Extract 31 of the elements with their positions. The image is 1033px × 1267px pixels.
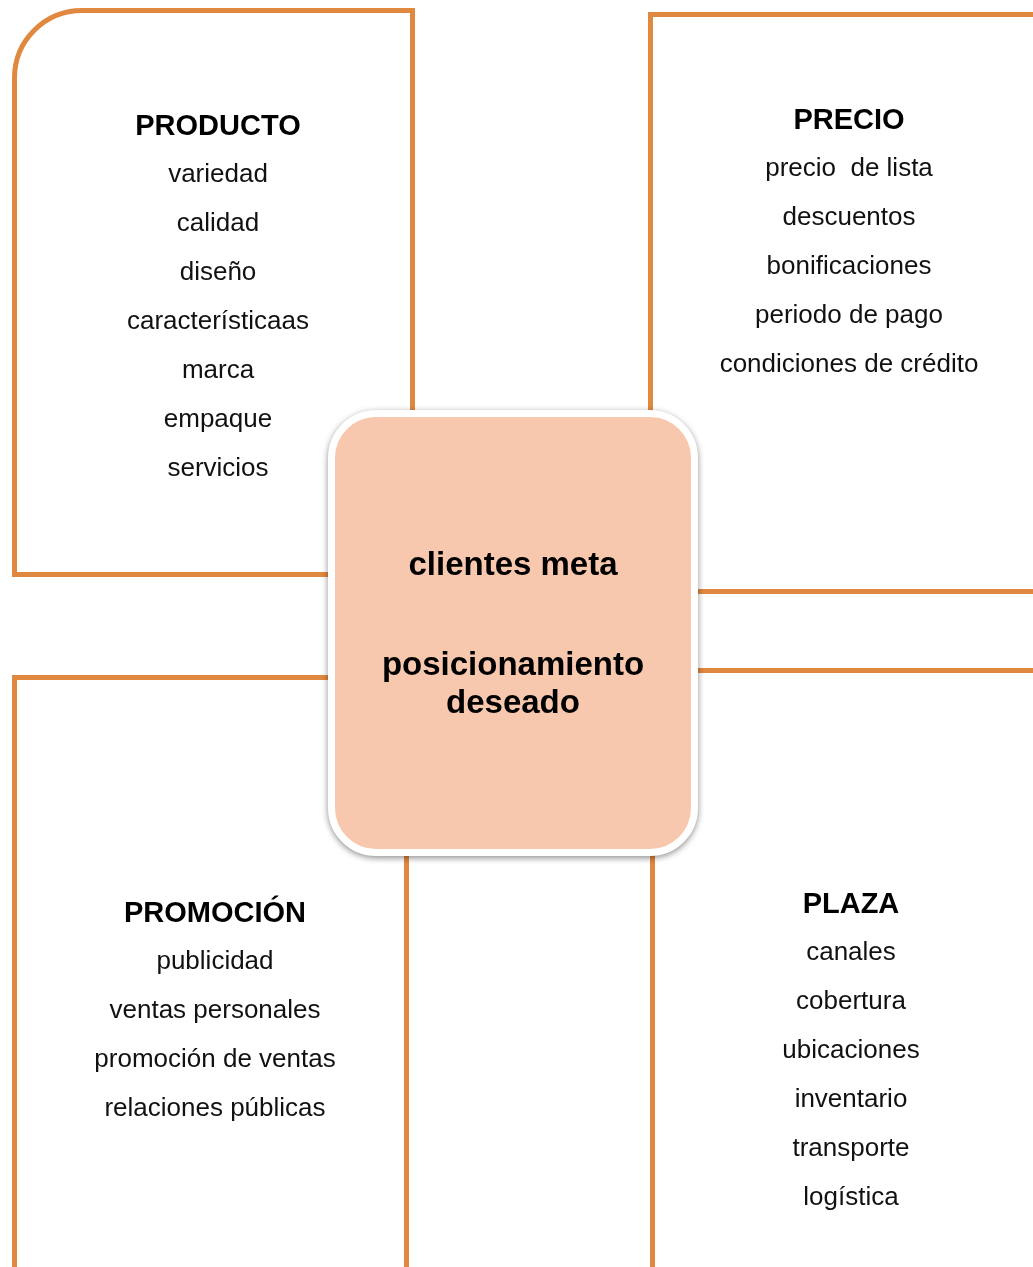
category-item: variedad: [168, 157, 268, 190]
category-item: empaque: [163, 402, 273, 435]
category-item: periodo de pago: [755, 298, 943, 331]
category-item: publicidad: [156, 944, 274, 977]
category-heading: PLAZA: [802, 886, 900, 921]
center-text: posicionamiento deseado: [380, 645, 646, 721]
center-box: [328, 410, 698, 856]
category-item: condiciones de crédito: [719, 347, 979, 380]
category-item: promoción de ventas: [94, 1042, 336, 1075]
category-item: logística: [803, 1180, 899, 1213]
category-item: cobertura: [796, 984, 906, 1017]
category-box: [650, 668, 1033, 1267]
category-item: característicaas: [126, 304, 310, 337]
category-item: diseño: [179, 255, 257, 288]
category-item: relaciones públicas: [104, 1091, 326, 1124]
category-heading: PRECIO: [793, 102, 905, 137]
category-item: servicios: [167, 451, 269, 484]
category-item: inventario: [794, 1082, 908, 1115]
category-item: bonificaciones: [766, 249, 932, 282]
category-item: precio de lista: [765, 151, 933, 184]
category-heading: PRODUCTO: [135, 108, 301, 143]
category-item: transporte: [792, 1131, 910, 1164]
category-heading: PROMOCIÓN: [123, 894, 307, 930]
category-item: descuentos: [782, 200, 916, 233]
center-text: clientes meta: [407, 545, 619, 583]
category-item: calidad: [176, 206, 260, 239]
category-box: [648, 12, 1033, 594]
category-item: marca: [181, 353, 255, 386]
category-item: canales: [806, 935, 896, 968]
category-item: ubicaciones: [782, 1033, 920, 1066]
category-item: ventas personales: [109, 993, 321, 1026]
